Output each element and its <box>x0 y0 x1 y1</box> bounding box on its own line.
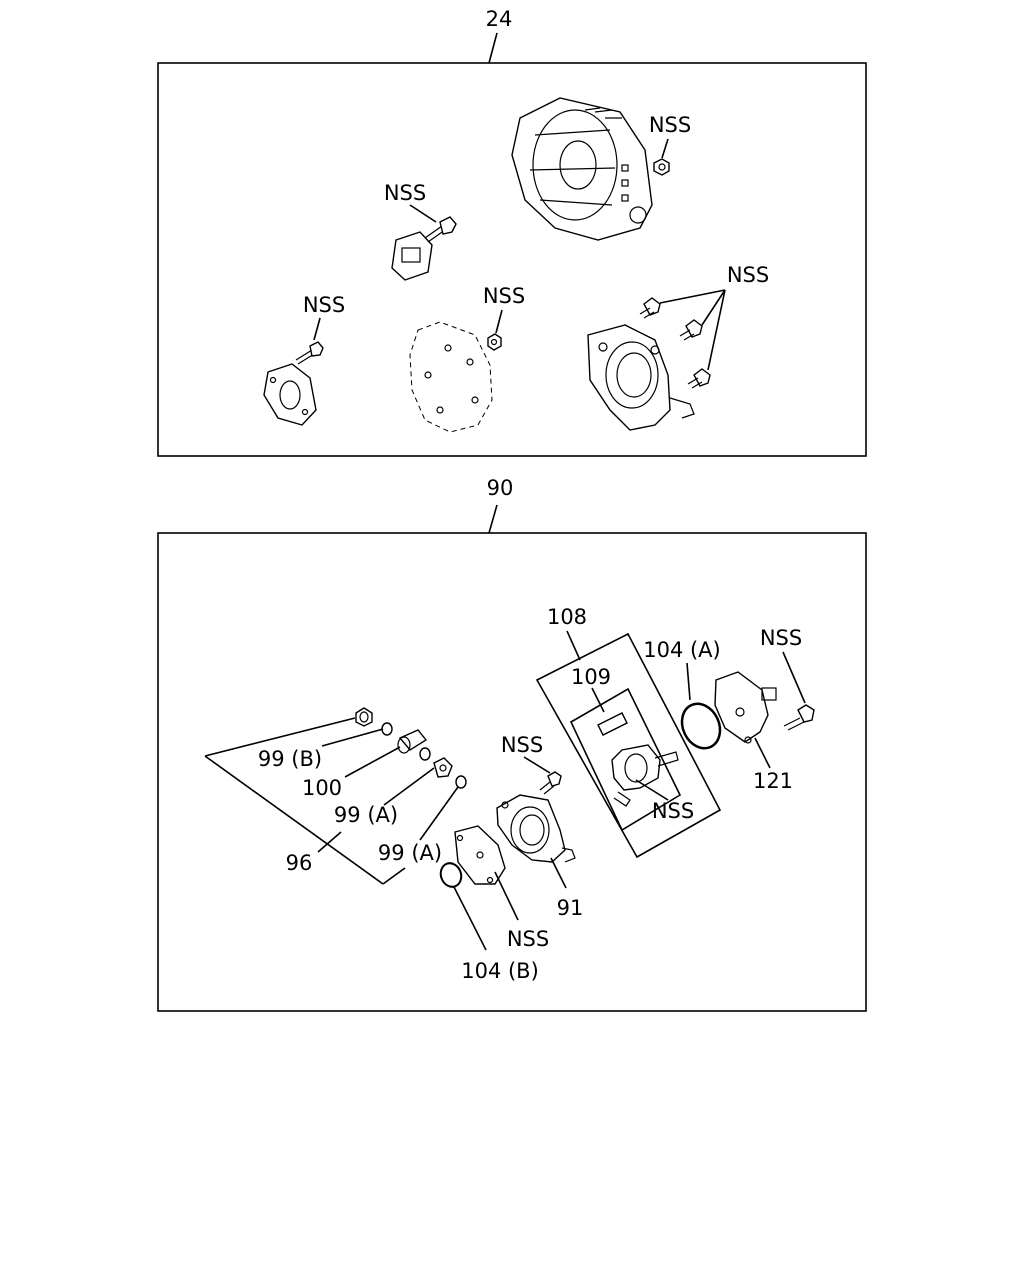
leader-91 <box>550 857 567 889</box>
group-96-bracket-bottom <box>204 755 384 885</box>
label-nss-brush: NSS <box>652 799 694 823</box>
mounting-plate-part <box>263 363 317 426</box>
pump-body-91-part <box>496 794 576 863</box>
plate-bolt-part <box>295 341 324 365</box>
leader-109 <box>591 687 605 713</box>
leader-99a-lower <box>419 786 459 841</box>
label-nss-bolt: NSS <box>501 733 543 757</box>
label-nss-bolts: NSS <box>727 263 769 287</box>
leader-104b <box>453 886 487 951</box>
leader-99b <box>321 728 384 747</box>
leader-nss-terminal <box>409 204 437 223</box>
leader-100 <box>344 746 401 778</box>
label-nss-cover: NSS <box>507 927 549 951</box>
label-96: 96 <box>286 851 313 875</box>
brush-part <box>597 712 628 736</box>
leader-nss-bolts-2 <box>701 289 726 326</box>
panel-90-leader <box>488 504 498 534</box>
front-bracket-part <box>587 324 695 431</box>
terminal-bolt-part <box>424 216 457 243</box>
panel-90: 90 108 109 NSS 104 (A) <box>157 476 867 1012</box>
brush-holder-part <box>611 744 679 807</box>
leader-nss-right <box>782 651 806 704</box>
group-96-bracket-tail <box>382 867 406 885</box>
washer-99a-lower-part <box>455 775 467 789</box>
leader-108 <box>566 630 581 661</box>
assembly-108-frame <box>535 632 722 859</box>
panel-90-frame <box>157 532 867 1012</box>
end-cover-part <box>454 825 506 885</box>
union-bolt-part <box>355 707 373 727</box>
panel-24: 24 NSS NSS <box>157 7 867 457</box>
rear-housing-part <box>511 97 653 241</box>
o-ring-104b-part <box>439 862 463 888</box>
cover-121-part <box>714 671 777 744</box>
sleeve-100-part <box>397 729 428 754</box>
washer-99a-upper-part <box>419 747 431 761</box>
leader-nss-brush <box>635 779 669 801</box>
terminal-block-part <box>391 231 433 281</box>
label-91: 91 <box>557 896 584 920</box>
pump-bolt-part <box>539 771 562 795</box>
group-96-bracket-top <box>204 717 356 757</box>
panel-90-ref-label: 90 <box>487 476 514 500</box>
label-104b: 104 (B) <box>461 959 539 983</box>
bracket-bolts-part <box>639 297 711 389</box>
label-104a: 104 (A) <box>643 638 721 662</box>
label-nss-plate: NSS <box>303 293 345 317</box>
washer-99b-part <box>381 722 393 736</box>
leader-121 <box>754 737 771 769</box>
label-nss-right: NSS <box>760 626 802 650</box>
label-109: 109 <box>571 665 611 689</box>
leader-nss-cover <box>494 871 519 921</box>
label-99b: 99 (B) <box>258 747 322 771</box>
panel-24-frame <box>157 62 867 457</box>
gasket-plate-part <box>409 321 493 433</box>
assembly-109-frame <box>569 687 682 832</box>
panel-24-ref-label: 24 <box>486 7 513 31</box>
leader-96 <box>317 831 342 853</box>
leader-nss-bolts-1 <box>659 289 726 304</box>
label-nss-terminal: NSS <box>384 181 426 205</box>
leader-99a-upper <box>383 767 435 806</box>
panel-24-leader <box>488 32 498 64</box>
leader-nss-plate <box>313 317 321 341</box>
leader-nss-nut <box>495 309 503 334</box>
label-99a-upper: 99 (A) <box>334 803 398 827</box>
leader-nss-bolt <box>523 756 551 774</box>
label-100: 100 <box>302 776 342 800</box>
label-nss-rear: NSS <box>649 113 691 137</box>
leader-nss-rear <box>661 138 669 159</box>
fitting-part <box>433 757 453 778</box>
leader-nss-bolts-3 <box>707 289 726 371</box>
label-nss-nut: NSS <box>483 284 525 308</box>
cover-bolt-part <box>783 704 815 731</box>
label-108: 108 <box>547 605 587 629</box>
label-99a-lower: 99 (A) <box>378 841 442 865</box>
small-nut-part <box>487 333 502 351</box>
label-121: 121 <box>753 769 793 793</box>
o-ring-104a-part <box>680 702 722 750</box>
leader-104a <box>686 662 691 701</box>
rear-nut-part <box>653 158 670 176</box>
